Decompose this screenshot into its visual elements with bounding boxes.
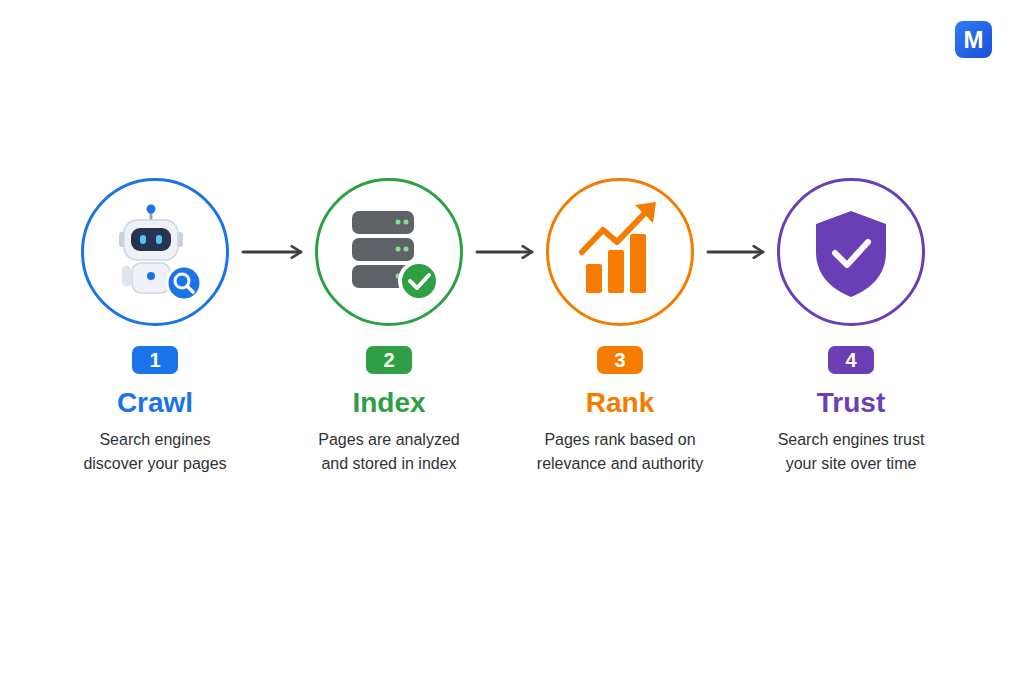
step-captions: 4TrustSearch engines trust your site ove… (731, 346, 971, 476)
step-title: Rank (500, 386, 740, 420)
step-description: Search engines discover your pages (76, 428, 234, 476)
step-title: Index (269, 386, 509, 420)
growth-chart-icon (582, 202, 656, 293)
step-number: 4 (828, 346, 874, 374)
step-title: Crawl (35, 386, 275, 420)
step-circle: 2IndexPages are analyzed and stored in i… (315, 178, 463, 326)
step-number: 1 (132, 346, 178, 374)
robot-icon (119, 205, 201, 301)
step-captions: 3RankPages rank based on relevance and a… (500, 346, 740, 476)
step-circle: 1CrawlSearch engines discover your pages (81, 178, 229, 326)
step-captions: 2IndexPages are analyzed and stored in i… (269, 346, 509, 476)
step-title: Trust (731, 386, 971, 420)
flow-arrow (243, 251, 301, 254)
step-number: 3 (597, 346, 643, 374)
flow-arrow (477, 251, 532, 254)
step-circle: 3RankPages rank based on relevance and a… (546, 178, 694, 326)
step-captions: 1CrawlSearch engines discover your pages (35, 346, 275, 476)
step-circle: 4TrustSearch engines trust your site ove… (777, 178, 925, 326)
step-description: Search engines trust your site over time (767, 428, 935, 476)
step-number: 2 (366, 346, 412, 374)
step-description: Pages are analyzed and stored in index (313, 428, 465, 476)
flow-arrow (708, 251, 763, 254)
database-icon (352, 211, 438, 300)
shield-icon (816, 211, 886, 297)
step-description: Pages rank based on relevance and author… (526, 428, 714, 476)
brand-logo: M (955, 21, 992, 58)
